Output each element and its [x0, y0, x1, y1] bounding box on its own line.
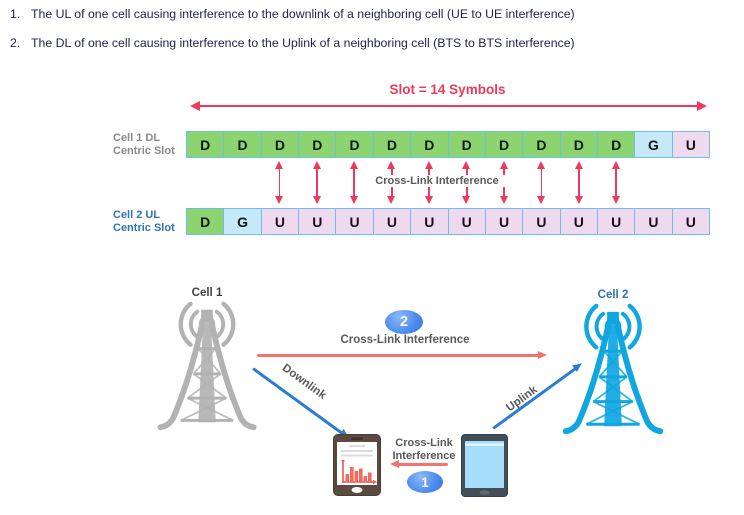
intro-item-number: 2.	[10, 36, 21, 50]
slot-cell: U	[261, 209, 300, 234]
slot-length-title: Slot = 14 Symbols	[389, 82, 506, 97]
slot-cell: D	[187, 132, 225, 157]
slot-cell: D	[523, 132, 561, 157]
row-label-cell2-ul: Cell 2 UL Centric Slot	[113, 209, 187, 235]
cross-link-double-arrow-icon	[312, 161, 322, 204]
slot-cell: D	[261, 132, 300, 157]
slot-cell: D	[299, 132, 337, 157]
row-label-line1: Cell 2 UL	[113, 209, 161, 221]
slot-cell: D	[597, 132, 636, 157]
cross-link-interference-top-label: Cross-Link Interference	[340, 334, 470, 346]
cross-link-interference-bottom-label: Cross-Link Interference	[392, 437, 456, 462]
slot-cell: D	[336, 132, 374, 157]
row-label-line2: Centric Slot	[113, 222, 175, 234]
step-1-badge: 1	[407, 471, 443, 493]
slot-cell: D	[560, 132, 598, 157]
intro-item-2: 2. The DL of one cell causing interferen…	[10, 36, 575, 50]
slot-cell: U	[336, 209, 374, 234]
uplink-label: Uplink	[504, 383, 540, 415]
slot-cell: D	[448, 132, 486, 157]
slot-cell: U	[373, 209, 412, 234]
row-label-line1: Cell 1 DL	[113, 132, 161, 144]
cell1-radio-tower-icon	[157, 300, 257, 436]
intro-item-text: The UL of one cell causing interference …	[31, 7, 575, 21]
slot-cell: U	[448, 209, 486, 234]
slot-cell: U	[411, 209, 449, 234]
slot-cell: U	[523, 209, 561, 234]
cross-link-double-arrow-icon	[349, 161, 359, 204]
slot-cell: D	[224, 132, 262, 157]
slot-cell: D	[373, 132, 412, 157]
slot-cell: U	[560, 209, 598, 234]
slot-cell: U	[299, 209, 337, 234]
slot-cell: D	[411, 132, 449, 157]
slot-cell: D	[485, 132, 524, 157]
cross-link-interference-arrow-icon	[257, 354, 539, 357]
slot-cell: U	[635, 209, 673, 234]
intro-item-text: The DL of one cell causing interference …	[31, 36, 575, 50]
cell2-radio-tower-icon	[563, 302, 663, 440]
slot-cell: U	[672, 132, 710, 157]
slot-cell: G	[635, 132, 673, 157]
intro-item-number: 1.	[10, 7, 21, 21]
slot-cell: G	[224, 209, 262, 234]
slot-cell: U	[597, 209, 636, 234]
cross-link-double-arrow-icon	[611, 161, 621, 204]
cross-link-double-arrow-icon	[537, 161, 546, 204]
row-label-cell1-dl: Cell 1 DL Centric Slot	[113, 132, 187, 158]
intro-item-1: 1. The UL of one cell causing interferen…	[10, 7, 575, 21]
intro-list: 1. The UL of one cell causing interferen…	[10, 7, 575, 65]
slot-span-double-arrow-icon	[190, 101, 707, 111]
cell2-label: Cell 2	[597, 289, 629, 301]
step-2-badge: 2	[385, 310, 423, 334]
cross-link-double-arrow-icon	[574, 161, 584, 204]
cross-link-double-arrow-icon	[275, 161, 284, 204]
ue-interference-arrow-icon	[398, 463, 448, 466]
cell1-label: Cell 1	[191, 287, 223, 299]
cross-link-interference-label: Cross-Link Interference	[337, 175, 537, 187]
ue1-smartphone-bar-chart-icon	[333, 434, 381, 496]
row-label-line2: Centric Slot	[113, 145, 175, 157]
slot-cell: D	[187, 209, 225, 234]
ue2-tablet-icon	[461, 434, 508, 497]
slot-cell: U	[672, 209, 710, 234]
slot-cell: U	[485, 209, 524, 234]
